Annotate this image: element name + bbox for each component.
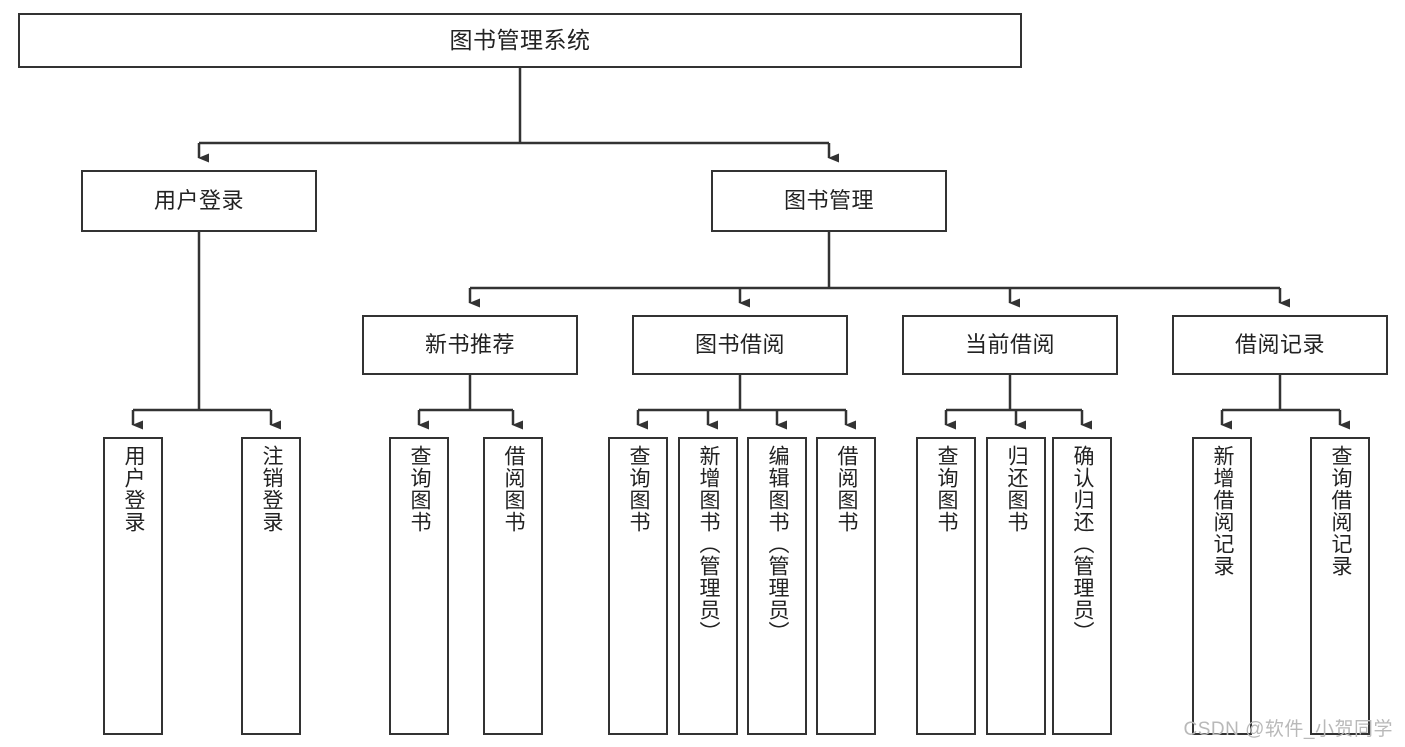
- node-leaf-return-book[interactable]: 归还图书: [986, 437, 1046, 735]
- node-current-borrow[interactable]: 当前借阅: [902, 315, 1118, 375]
- node-label: 用户登录: [153, 188, 244, 214]
- node-leaf-user-logout[interactable]: 注销登录: [241, 437, 301, 735]
- node-label: 查询图书: [408, 445, 432, 533]
- node-leaf-user-login[interactable]: 用户登录: [103, 437, 163, 735]
- node-label: 当前借阅: [964, 332, 1055, 358]
- node-label: 确认归还（管理员）: [1071, 445, 1095, 643]
- node-label: 图书管理系统: [449, 27, 591, 54]
- node-leaf-query-book-current[interactable]: 查询图书: [916, 437, 976, 735]
- node-leaf-confirm-return[interactable]: 确认归还（管理员）: [1052, 437, 1112, 735]
- node-leaf-edit-book[interactable]: 编辑图书（管理员）: [747, 437, 807, 735]
- node-leaf-borrow-book-rec[interactable]: 借阅图书: [483, 437, 543, 735]
- node-leaf-query-record[interactable]: 查询借阅记录: [1310, 437, 1370, 735]
- node-label: 编辑图书（管理员）: [766, 445, 790, 643]
- node-label: 新增图书（管理员）: [697, 445, 721, 643]
- node-leaf-add-record[interactable]: 新增借阅记录: [1192, 437, 1252, 735]
- node-label: 图书借阅: [694, 332, 785, 358]
- node-label: 新书推荐: [424, 332, 515, 358]
- node-label: 归还图书: [1005, 445, 1029, 533]
- node-new-book-recommend[interactable]: 新书推荐: [362, 315, 578, 375]
- node-book-borrow[interactable]: 图书借阅: [632, 315, 848, 375]
- node-label: 用户登录: [122, 445, 146, 533]
- node-label: 查询图书: [627, 445, 651, 533]
- node-root[interactable]: 图书管理系统: [18, 13, 1022, 68]
- node-leaf-borrow-book[interactable]: 借阅图书: [816, 437, 876, 735]
- node-user-login[interactable]: 用户登录: [81, 170, 317, 232]
- node-borrow-record[interactable]: 借阅记录: [1172, 315, 1388, 375]
- node-label: 借阅记录: [1234, 332, 1325, 358]
- node-label: 查询借阅记录: [1329, 445, 1353, 577]
- node-book-manage[interactable]: 图书管理: [711, 170, 947, 232]
- watermark-label: CSDN @软件_小贺同学: [1183, 719, 1393, 740]
- node-label: 图书管理: [783, 188, 874, 214]
- node-leaf-query-book-rec[interactable]: 查询图书: [389, 437, 449, 735]
- node-label: 查询图书: [935, 445, 959, 533]
- node-label: 借阅图书: [502, 445, 526, 533]
- node-label: 注销登录: [260, 445, 284, 533]
- node-leaf-query-book-borrow[interactable]: 查询图书: [608, 437, 668, 735]
- node-label: 借阅图书: [835, 445, 859, 533]
- node-label: 新增借阅记录: [1211, 445, 1235, 577]
- node-leaf-add-book[interactable]: 新增图书（管理员）: [678, 437, 738, 735]
